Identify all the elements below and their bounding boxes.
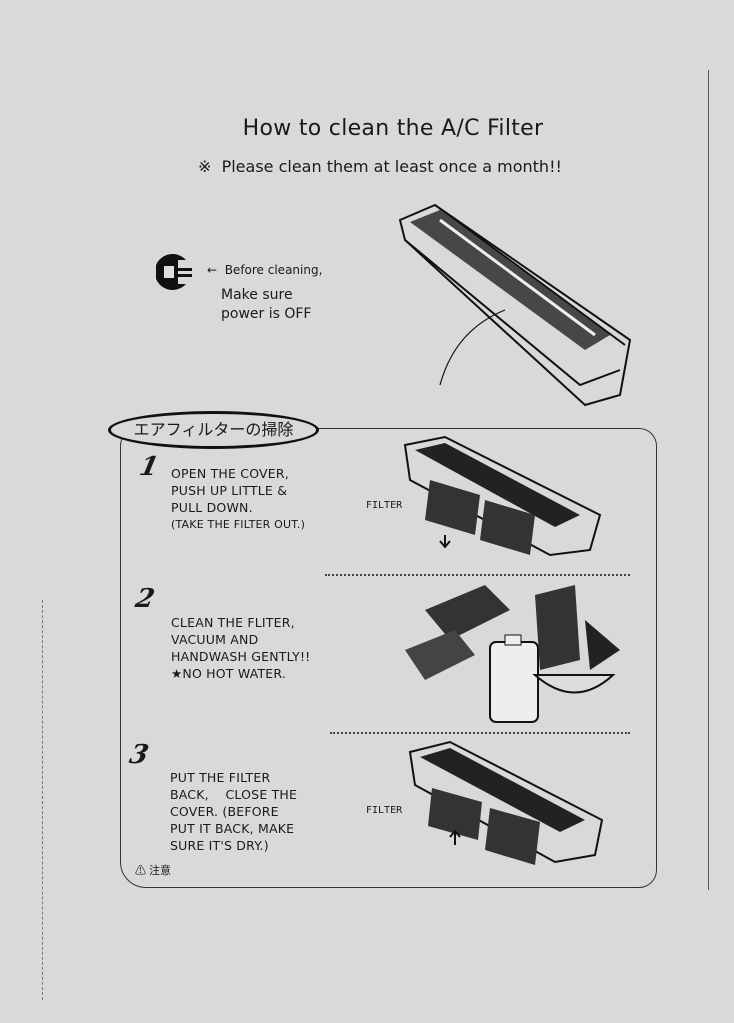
step-3-instructions: PUT THE FILTER BACK, CLOSE THE COVER. (B… xyxy=(170,769,297,854)
caution-text: 注意 xyxy=(149,865,172,877)
filter-label: FILTER xyxy=(366,500,403,511)
instruction-line: ★NO HOT WATER. xyxy=(171,666,287,681)
page-title: How to clean the A/C Filter xyxy=(242,116,544,141)
instruction-line: SURE IT'S DRY.) xyxy=(170,838,269,853)
warning-triangle-icon: ⚠ xyxy=(135,865,146,877)
instruction-line: PULL DOWN. xyxy=(171,500,253,515)
remove-filter-illustration xyxy=(403,435,602,557)
power-note-line: power is OFF xyxy=(221,306,312,322)
instruction-line: PUT THE FILTER xyxy=(170,770,271,785)
step-1-instructions: OPEN THE COVER, PUSH UP LITTLE & PULL DO… xyxy=(171,465,305,533)
instruction-line: PUSH UP LITTLE & xyxy=(171,483,288,498)
subtitle: ※ Please clean them at least once a mont… xyxy=(198,157,562,176)
instruction-line: CLEAN THE FLITER, xyxy=(171,615,295,630)
instruction-line: OPEN THE COVER, xyxy=(171,466,289,481)
section-label: エアフィルターの掃除 xyxy=(108,411,319,449)
replace-filter-illustration xyxy=(408,740,604,865)
instruction-line: BACK, CLOSE THE xyxy=(170,787,298,802)
instruction-line: COVER. (BEFORE xyxy=(170,804,279,819)
before-cleaning-note: ← Before cleaning, xyxy=(207,263,322,277)
caution-note: ⚠ 注意 xyxy=(135,862,171,878)
page-edge-left xyxy=(42,600,43,1000)
power-note-line: Before cleaning, xyxy=(224,263,323,277)
wash-filter-illustration xyxy=(405,585,620,723)
power-plug-icon xyxy=(156,254,192,290)
reference-mark: ※ xyxy=(198,157,212,176)
instruction-line: VACUUM AND xyxy=(171,632,259,647)
filter-label: FILTER xyxy=(366,805,403,816)
instruction-line: HANDWASH GENTLY!! xyxy=(171,649,311,664)
page-edge-right xyxy=(708,70,709,890)
air-conditioner-illustration xyxy=(398,203,632,407)
step-2-instructions: CLEAN THE FLITER, VACUUM AND HANDWASH GE… xyxy=(171,614,310,682)
instruction-line: PUT IT BACK, MAKE xyxy=(170,821,295,836)
subtitle-text: Please clean them at least once a month!… xyxy=(221,157,562,176)
divider xyxy=(325,574,630,576)
arrow-left-icon: ← xyxy=(207,263,218,277)
power-note-line: Make sure xyxy=(221,287,293,303)
instruction-note: (TAKE THE FILTER OUT.) xyxy=(171,518,306,531)
filter-cleaning-section xyxy=(120,428,657,888)
divider xyxy=(330,732,630,734)
